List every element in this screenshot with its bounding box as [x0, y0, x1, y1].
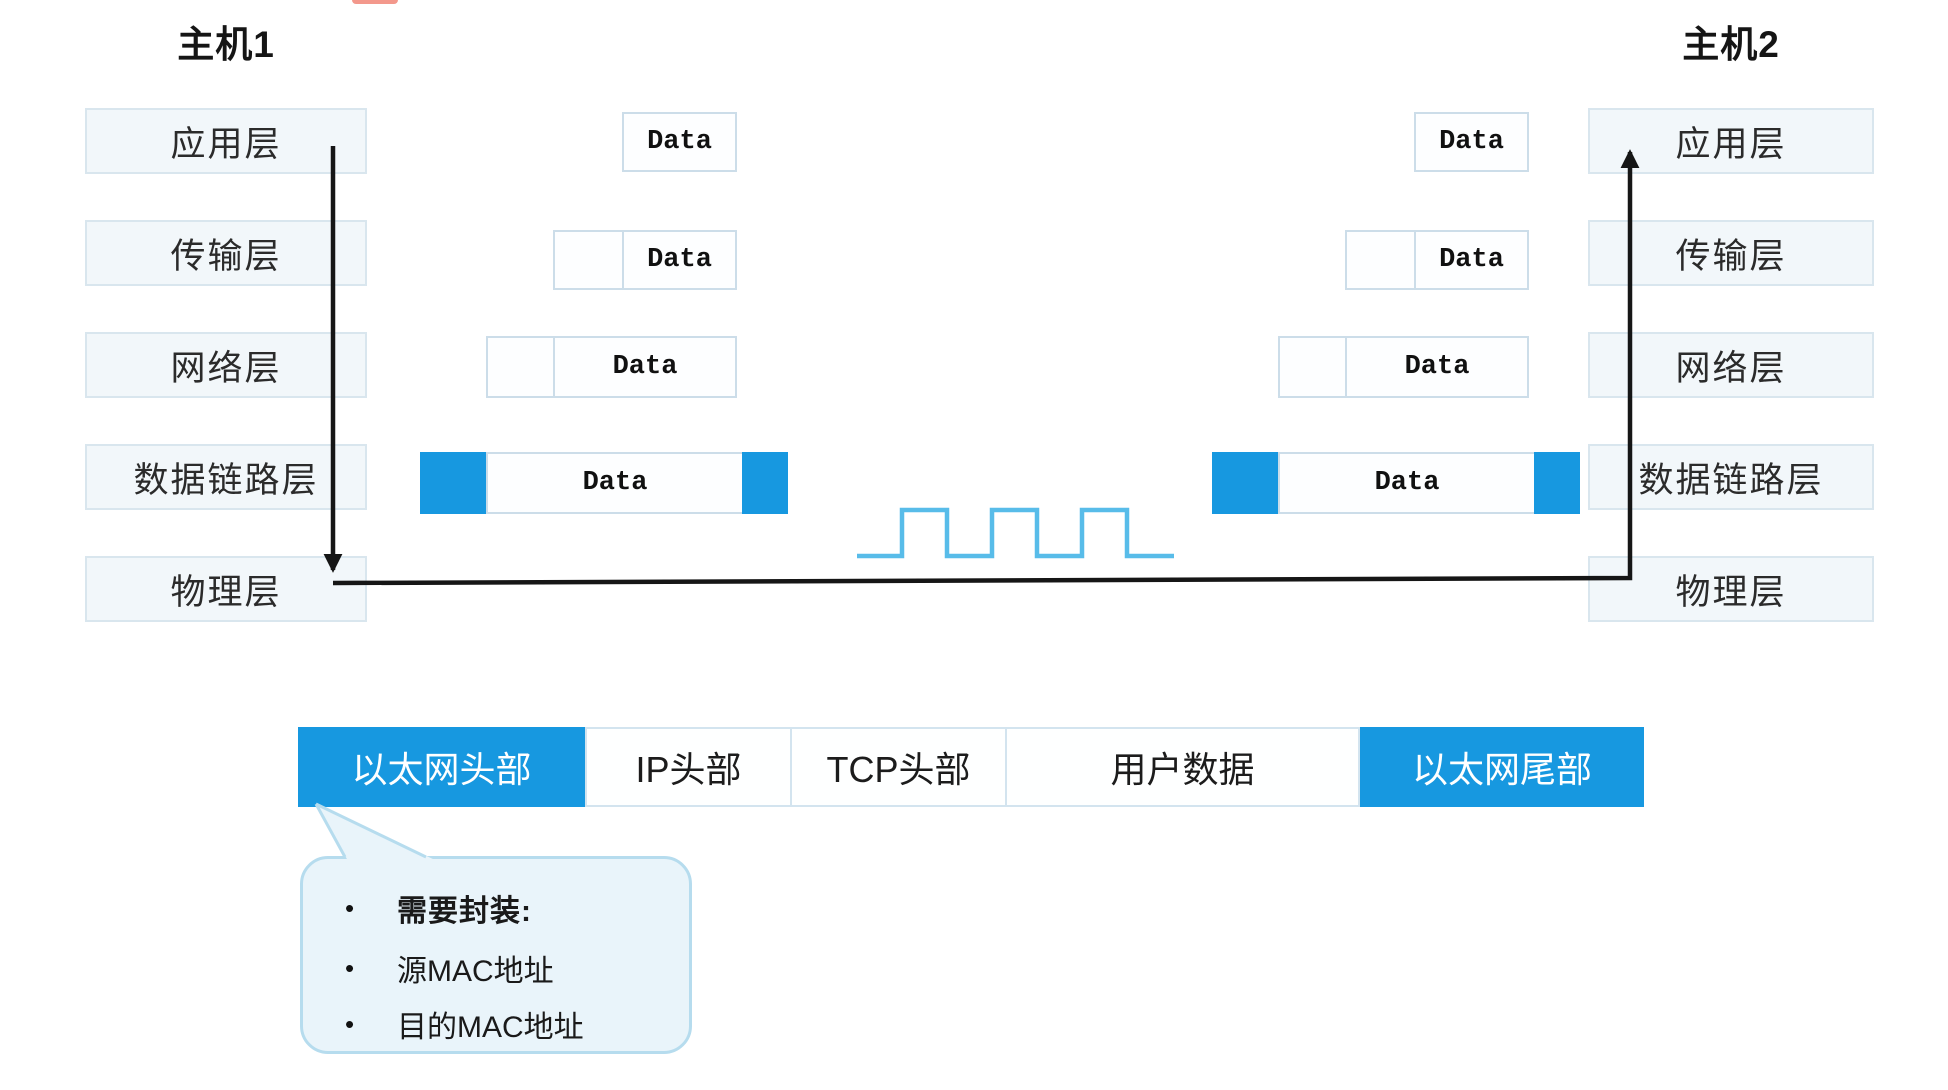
frame-segment-ip-header: IP头部	[585, 727, 792, 807]
packet-data-box-host1-application: Data	[622, 112, 737, 172]
frame-segment-tcp-header: TCP头部	[790, 727, 1007, 807]
ethernet-header-cell-host2	[1212, 452, 1280, 514]
packet-data-box-host1-transport: Data	[622, 230, 737, 290]
packet-data-box-host2-application: Data	[1414, 112, 1529, 172]
layer-box-host2-network: 网络层	[1588, 332, 1874, 398]
callout-item-label: 需要封装:	[397, 895, 532, 928]
packet-data-box-host1-network: Data	[553, 336, 737, 398]
packet-data-box-host2-network: Data	[1345, 336, 1529, 398]
host1-title: 主机1	[177, 24, 275, 65]
layer-box-host1-network: 网络层	[85, 332, 367, 398]
bullet-icon: •	[345, 952, 355, 983]
network-header-cell-host2	[1278, 336, 1347, 398]
network-header-cell-host1	[486, 336, 555, 398]
callout-bubble: • 需要封装: • 源MAC地址 • 目的MAC地址	[300, 856, 692, 1054]
red-annotation-fragment	[352, 0, 398, 4]
bullet-icon: •	[345, 892, 355, 923]
bullet-icon: •	[345, 1008, 355, 1039]
packet-data-box-host2-datalink: Data	[1278, 452, 1536, 514]
ethernet-trailer-cell-host2	[1534, 452, 1580, 514]
transport-header-cell-host2	[1345, 230, 1416, 290]
callout-item-label: 源MAC地址	[397, 955, 554, 988]
layer-box-host1-transport: 传输层	[85, 220, 367, 286]
callout-item: • 需要封装:	[303, 879, 689, 937]
layer-box-host2-application: 应用层	[1588, 108, 1874, 174]
frame-segment-ethernet-header: 以太网头部	[298, 727, 585, 807]
packet-data-box-host1-datalink: Data	[486, 452, 744, 514]
layer-box-host1-application: 应用层	[85, 108, 367, 174]
layer-box-host2-physical: 物理层	[1588, 556, 1874, 622]
packet-data-box-host2-transport: Data	[1414, 230, 1529, 290]
layer-box-host1-datalink: 数据链路层	[85, 444, 367, 510]
callout-item: • 源MAC地址	[303, 939, 689, 997]
layer-box-host2-datalink: 数据链路层	[1588, 444, 1874, 510]
physical-signal-waveform	[857, 507, 1174, 559]
callout-item-label: 目的MAC地址	[397, 1011, 584, 1044]
callout-tail-border	[314, 802, 427, 859]
frame-segment-user-data: 用户数据	[1005, 727, 1360, 807]
host2-title: 主机2	[1682, 24, 1780, 65]
ethernet-header-cell-host1	[420, 452, 488, 514]
layer-box-host2-transport: 传输层	[1588, 220, 1874, 286]
callout-item: • 目的MAC地址	[303, 995, 689, 1053]
layer-box-host1-physical: 物理层	[85, 556, 367, 622]
ethernet-trailer-cell-host1	[742, 452, 788, 514]
frame-segment-ethernet-trailer: 以太网尾部	[1360, 727, 1644, 807]
transport-header-cell-host1	[553, 230, 624, 290]
